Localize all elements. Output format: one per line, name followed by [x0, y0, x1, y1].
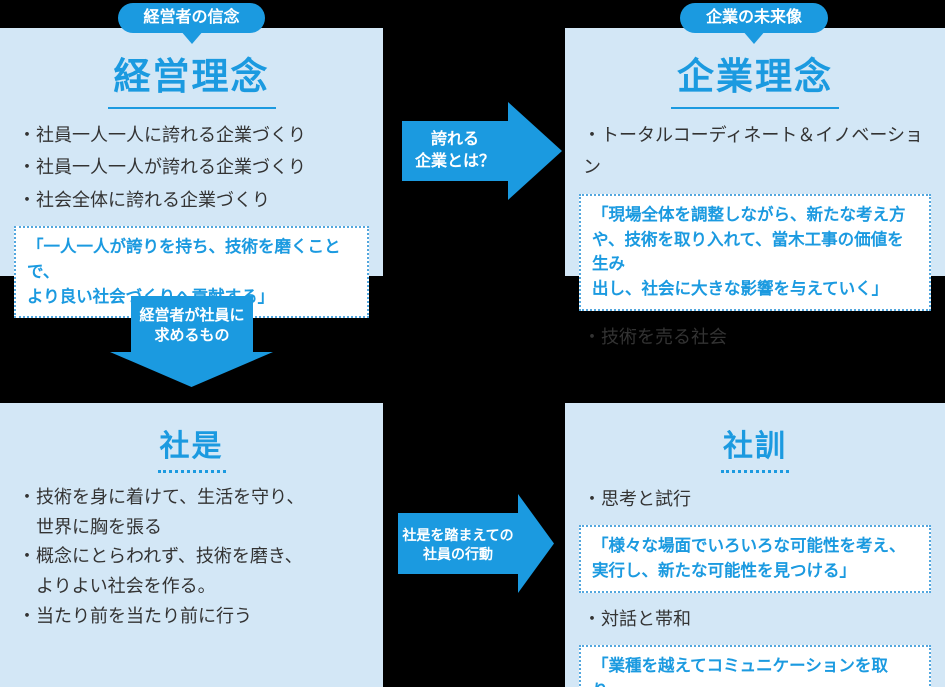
company-precepts-quote-box-1: 「様々な場面でいろいろな可能性を考え、 実行し、新たな可能性を見つける」	[579, 525, 931, 593]
badge-company-future: 企業の未来像	[680, 3, 828, 44]
management-philosophy-title: 経営理念	[107, 46, 276, 109]
speech-tail-icon	[179, 30, 204, 44]
bullet-item: ・概念にとらわれず、技術を磨き、 よりよい社会を作る。	[18, 546, 303, 597]
bullet-item: ・対話と帯和	[583, 608, 691, 629]
arrow-middle-label: 経営者が社員に 求めるもの	[139, 306, 245, 344]
corporate-philosophy-bullets-2: ・技術を売る社会	[565, 321, 945, 353]
bullet-item: ・思考と試行	[583, 489, 691, 509]
arrow-bottom-label: 社是を踏まえての 社員の行動	[402, 526, 514, 562]
bullet-item: ・社員一人一人が誇れる企業づくり	[18, 157, 306, 178]
right-arrow-icon	[398, 494, 554, 593]
down-arrow-icon	[110, 296, 273, 387]
company-precepts-title: 社訓	[721, 421, 789, 473]
badge-managers-belief-label: 経営者の信念	[143, 9, 240, 26]
bullet-item: ・社会全体に誇れる企業づくり	[18, 189, 270, 210]
bullet-item: ・技術を売る社会	[583, 326, 727, 347]
management-philosophy-bullets: ・社員一人一人に誇れる企業づくり ・社員一人一人が誇れる企業づくり ・社会全体に…	[0, 119, 383, 216]
panel-title-wrap: 社訓	[565, 421, 945, 473]
panel-company-motto: 社是 ・技術を身に着けて、生活を守り、 世界に胸を張る ・概念にとらわれず、技術…	[0, 403, 383, 687]
corporate-philosophy-title: 企業理念	[671, 46, 839, 109]
bullet-item: ・社員一人一人に誇れる企業づくり	[18, 125, 306, 145]
company-precepts-quote-box-2: 「業種を越えてコミュニケーションを取り、 互いの調和を取る事で主導権を握る」	[579, 645, 931, 687]
panel-title-wrap: 社是	[0, 421, 383, 473]
panel-management-philosophy: 経営理念 ・社員一人一人に誇れる企業づくり ・社員一人一人が誇れる企業づくり ・…	[0, 28, 383, 319]
panel-company-precepts: 社訓 ・思考と試行 「様々な場面でいろいろな可能性を考え、 実行し、新たな可能性…	[565, 403, 945, 687]
bullet-item: ・当たり前を当たり前に行う	[18, 605, 252, 626]
corporate-philosophy-bullets: ・トータルコーディネート＆イノベーション	[565, 119, 945, 184]
speech-tail-icon	[742, 30, 766, 44]
corporate-philosophy-quote-box: 「現場全体を調整しながら、新たな考え方 や、技術を取り入れて、當木工事の価値を生…	[579, 193, 931, 311]
panel-title-wrap: 企業理念	[565, 46, 945, 109]
bullet-item: ・技術を身に着けて、生活を守り、 世界に胸を張る	[18, 487, 305, 537]
right-arrow-icon	[402, 102, 562, 200]
company-precepts-bullets-2: ・対話と帯和	[565, 603, 945, 635]
panel-corporate-philosophy: 企業理念 ・トータルコーディネート＆イノベーション 「現場全体を調整しながら、新…	[565, 28, 945, 347]
bullet-item: ・トータルコーディネート＆イノベーション	[583, 125, 924, 178]
panel-title-wrap: 経営理念	[0, 46, 383, 109]
badge-managers-belief: 経営者の信念	[118, 3, 265, 44]
company-precepts-bullets: ・思考と試行	[565, 483, 945, 515]
company-motto-title: 社是	[157, 421, 226, 473]
company-motto-bullets: ・技術を身に着けて、生活を守り、 世界に胸を張る ・概念にとらわれず、技術を磨き…	[0, 483, 383, 631]
badge-company-future-label: 企業の未来像	[705, 9, 802, 26]
arrow-top-label: 誇れる 企業とは？	[414, 131, 495, 170]
